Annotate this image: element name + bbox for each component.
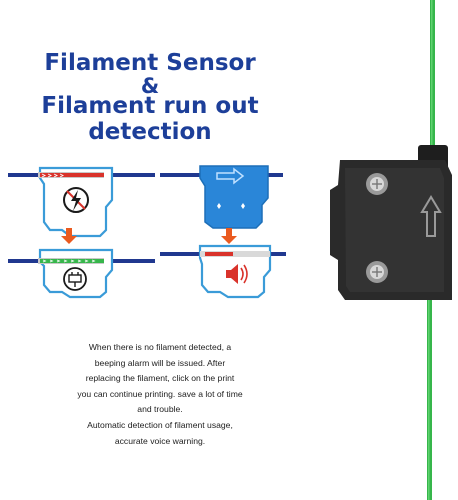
- description-line: Automatic detection of filament usage,: [87, 419, 233, 430]
- description-text: When there is no filament detected, a be…: [40, 340, 280, 449]
- power-plug-icon: [63, 267, 87, 291]
- title-ampersand: &: [140, 74, 160, 98]
- filament-strand: [427, 0, 435, 500]
- description-line: accurate voice warning.: [114, 435, 206, 446]
- arrow-up-icon: [420, 195, 442, 237]
- diagram-filament-runout: [160, 165, 286, 299]
- arrow-right-icon: [216, 167, 245, 185]
- speaker-alarm-icon: [226, 264, 248, 284]
- diagram-filament-present: [8, 166, 155, 299]
- title-line-1: Filament Sensor: [44, 50, 256, 76]
- sensor-device: [330, 145, 452, 300]
- title-line-2: Filament run out detection: [41, 93, 259, 145]
- description-line: When there is no filament detected, a: [88, 342, 232, 352]
- description-line: and trouble.: [137, 404, 183, 415]
- description-line: beeping alarm will be issued. After: [94, 357, 226, 368]
- description-line: you can continue printing. save a lot of…: [77, 388, 243, 399]
- description-line: replacing the filament, click on the pri…: [85, 373, 235, 384]
